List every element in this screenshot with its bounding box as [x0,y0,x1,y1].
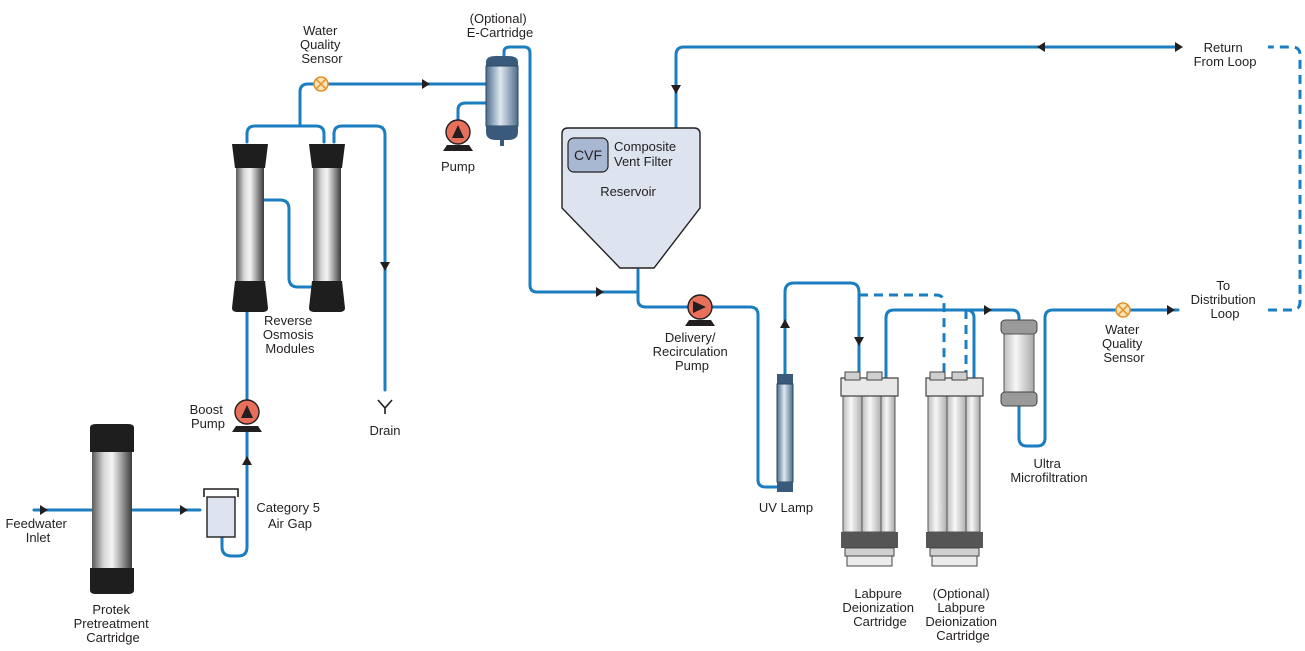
label-drain: Drain [369,423,400,438]
label-uv-lamp: UV Lamp [759,500,813,515]
arrow-return-left [1037,42,1045,52]
air-gap [203,488,239,538]
ultra-microfiltration [1000,319,1038,407]
e-cartridge [485,56,519,146]
label-air-gap: Category 5 Air Gap [256,500,323,531]
arrow-airgap-in [180,505,188,515]
arrow-uv-up [780,319,790,328]
drain-symbol [377,399,393,414]
label-cvf: CVF [574,147,602,163]
arrow-labpure-down [854,337,864,346]
label-labpure: Labpure Deionization Cartridge [842,586,917,629]
label-labpure-optional: (Optional) Labpure Deionization Cartridg… [925,586,1000,643]
arrow-reservoir-in [671,85,681,94]
arrow-ultra-in [984,305,992,315]
arrow-ecart-in [422,79,430,89]
label-to-loop: To Distribution Loop [1191,278,1260,321]
labpure-cartridge-optional [925,371,984,567]
ro-modules [232,144,345,312]
label-boost-pump: Boost Pump [190,402,227,431]
label-feedwater: Feedwater Inlet [5,516,70,545]
arrow-return-in [1175,42,1183,52]
reservoir [561,127,701,269]
cvf-box [567,137,609,173]
water-quality-sensor-right-icon [1115,302,1131,318]
label-pump: Pump [441,159,475,174]
arrow-boost-up [242,456,252,465]
label-reservoir: Reservoir [600,184,656,199]
label-vent-filter: Composite Vent Filter [614,139,680,169]
label-ro-modules: Reverse Osmosis Modules [263,313,317,356]
delivery-pump-icon [685,294,715,326]
uv-lamp [776,374,794,492]
pump-icon [443,119,473,151]
arrow-feedwater [40,505,48,515]
arrow-to-loop [1167,305,1175,315]
label-delivery-pump: Delivery/ Recirculation Pump [653,330,732,373]
label-ultra: Ultra Microfiltration [1010,456,1087,485]
arrow-drain-down [380,262,390,271]
protek-cartridge [90,424,134,594]
label-return-loop: Return From Loop [1194,40,1257,69]
labpure-cartridge [840,371,899,567]
boost-pump [232,399,262,432]
water-quality-sensor-top-icon [313,76,329,92]
pipe-network [32,45,1302,558]
label-wq-sensor-right: Water Quality Sensor [1102,322,1146,365]
label-e-cartridge: (Optional) E-Cartridge [467,11,533,40]
label-wq-sensor-top: Water Quality Sensor [300,23,344,66]
label-protek: Protek Pretreatment Cartridge [74,602,153,645]
arrow-to-res-line [596,287,604,297]
labels: Feedwater Inlet Protek Pretreatment Cart… [5,11,1260,645]
flow-arrows [40,42,1183,515]
